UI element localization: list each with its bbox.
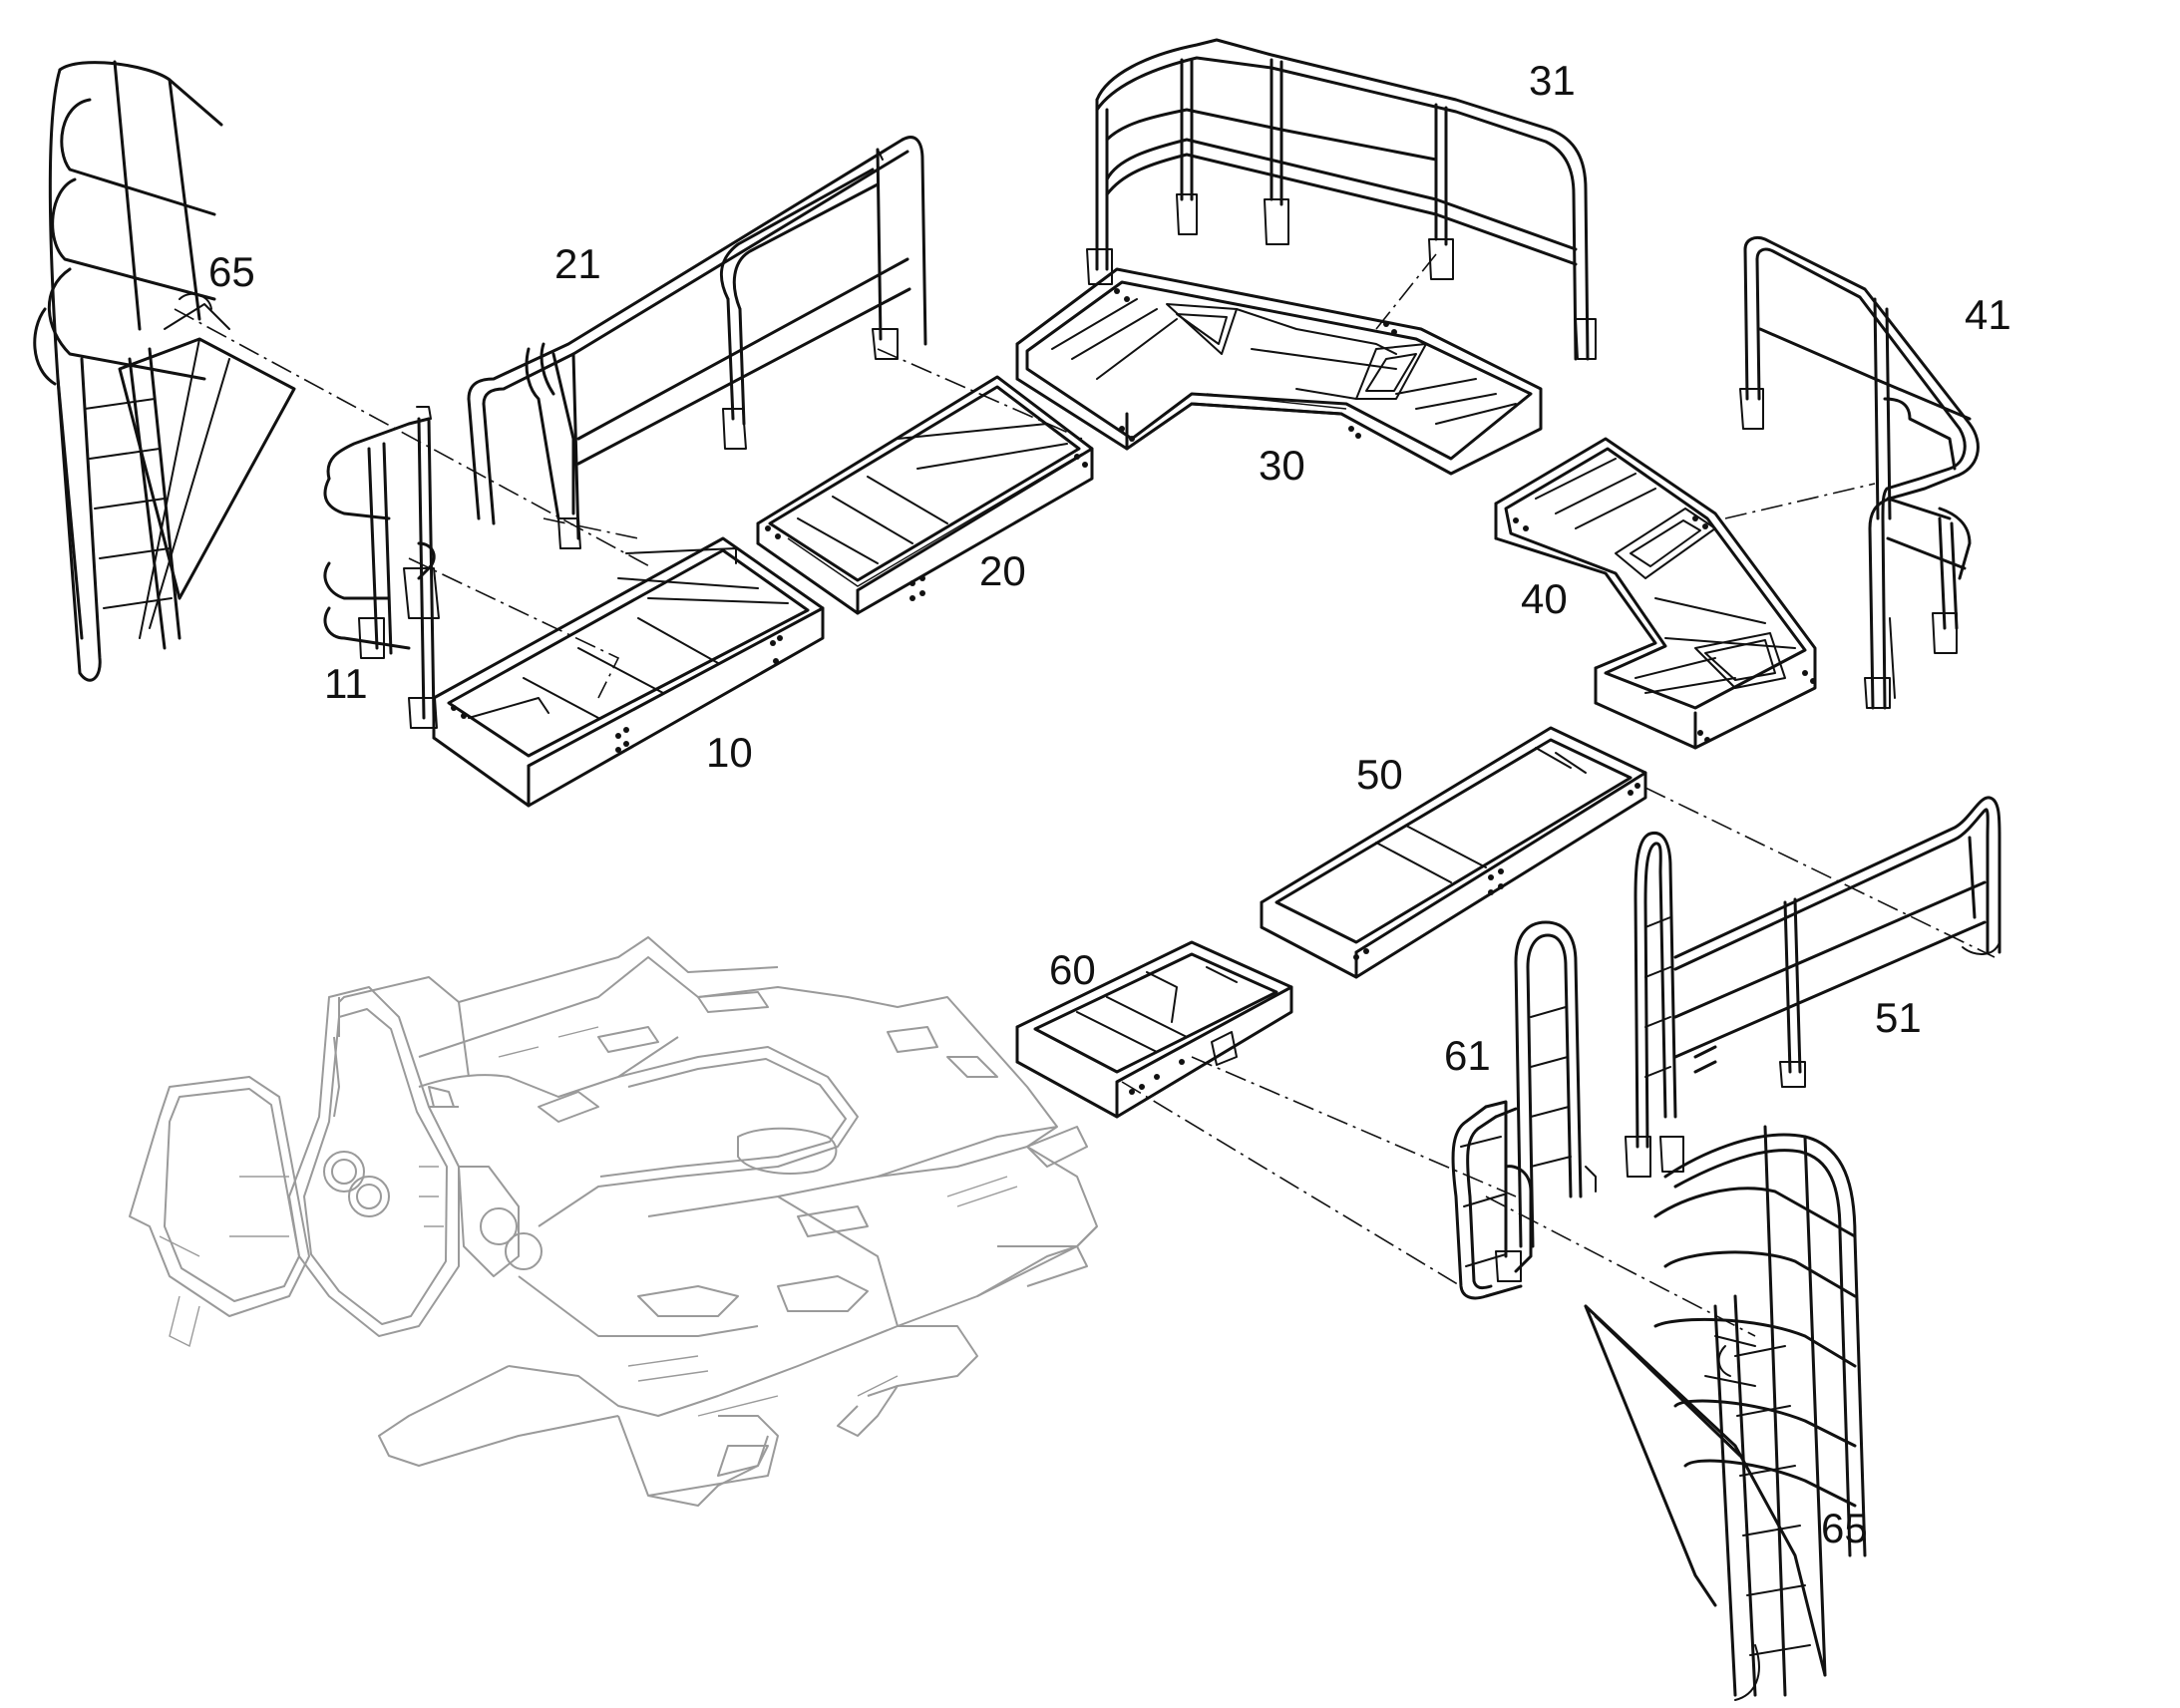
part-65-caged-ladder-upper: [33, 60, 296, 682]
callout-40: 40: [1521, 575, 1568, 622]
part-30-platform: [1015, 267, 1543, 476]
part-65-caged-ladder-lower: [1584, 1125, 1867, 1701]
callout-21: 21: [554, 240, 601, 287]
part-50-platform: [1260, 726, 1647, 979]
callout-20: 20: [979, 547, 1026, 594]
callout-65-upper: 65: [208, 248, 255, 295]
callout-60: 60: [1049, 946, 1096, 993]
callout-50: 50: [1356, 751, 1403, 798]
callout-51: 51: [1875, 994, 1922, 1041]
part-51-railing: [1625, 796, 2001, 1178]
callout-41: 41: [1965, 291, 2011, 338]
callout-61: 61: [1444, 1032, 1491, 1079]
part-31-railing: [1086, 38, 1597, 361]
callout-65-lower: 65: [1821, 1505, 1868, 1551]
callout-30: 30: [1259, 442, 1305, 489]
part-11-gate: [323, 406, 440, 729]
part-21-railing: [467, 136, 927, 549]
part-61-gate: [1451, 920, 1597, 1300]
part-60-platform: [1015, 940, 1293, 1119]
callout-11: 11: [324, 660, 368, 707]
assembly-guide-lines: [174, 253, 1996, 1337]
part-41-railing: [1739, 235, 1980, 710]
machine-frame-ghost: [129, 936, 1098, 1507]
part-10-platform: [432, 536, 825, 808]
part-20-platform: [756, 375, 1094, 615]
callout-10: 10: [706, 729, 753, 776]
callout-31: 31: [1529, 57, 1576, 104]
part-40-platform: [1494, 437, 1817, 750]
